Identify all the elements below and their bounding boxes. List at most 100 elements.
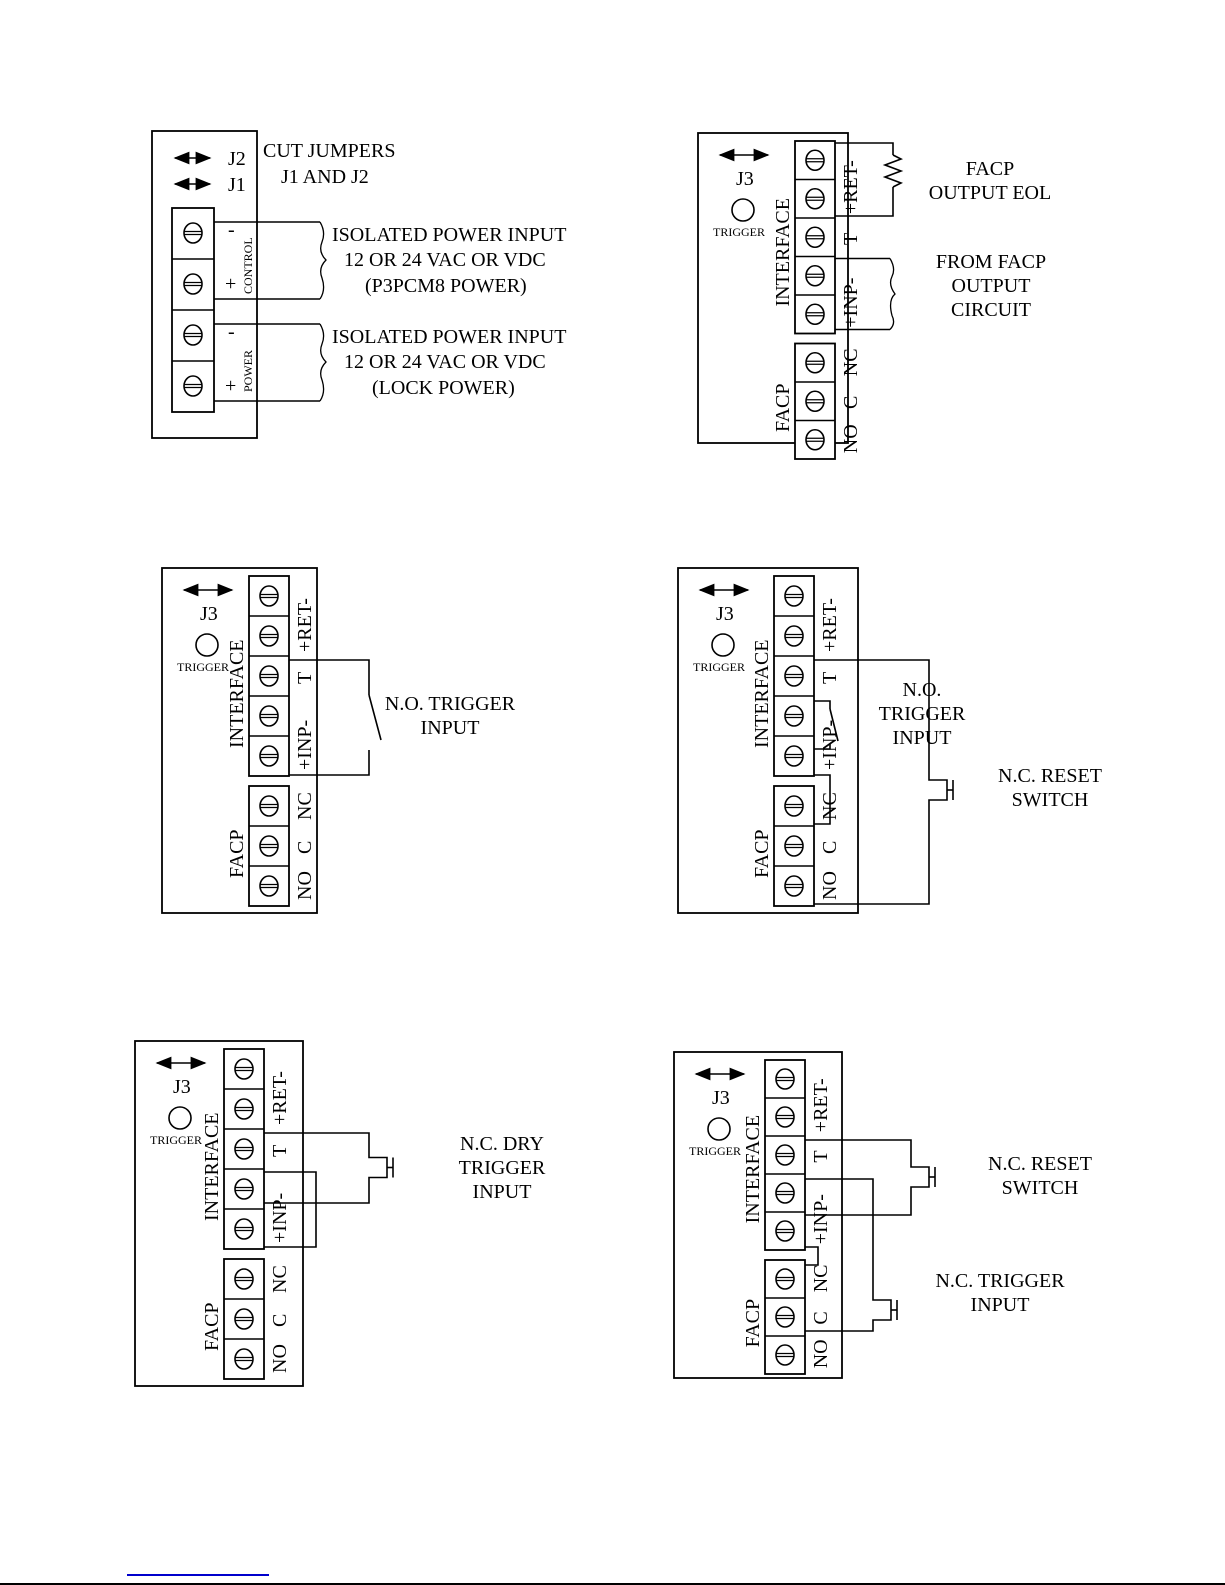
reset-wire-top <box>814 659 930 775</box>
no-switch-icon <box>829 708 839 742</box>
nc-dry-note-line-3: INPUT <box>473 1181 532 1203</box>
terminal-inp-label: +INP- <box>294 720 316 770</box>
interface-terminal-block <box>773 575 815 777</box>
power-note-line-3: (LOCK POWER) <box>372 377 515 399</box>
trigger-led-label: TRIGGER <box>689 1144 741 1158</box>
terminal-t-label: T <box>840 233 862 245</box>
jumper-j3-label: J3 <box>716 603 734 625</box>
terminal-screw-icon <box>805 264 825 287</box>
terminal-screw-icon <box>775 1106 795 1128</box>
terminal-screw-icon <box>775 1144 795 1166</box>
control-wire <box>214 221 320 300</box>
jumper-note-line-2: J1 AND J2 <box>281 166 369 188</box>
terminal-screw-icon <box>259 795 279 817</box>
control-note-line-3: (P3PCM8 POWER) <box>365 275 527 297</box>
facp-group-label: FACP <box>751 829 773 878</box>
terminal-nc-label: NC <box>294 792 316 820</box>
trigger-led-icon <box>195 633 219 657</box>
terminal-ret-label: +RET- <box>840 160 862 214</box>
terminal-screw-icon <box>259 705 279 727</box>
no-switch-icon <box>368 694 382 741</box>
jumper-j2-label: J2 <box>228 148 246 170</box>
terminal-screw-icon <box>234 1178 254 1200</box>
terminal-screw-icon <box>775 1344 795 1366</box>
terminal-c-label: C <box>810 1311 832 1324</box>
control-brace-icon <box>319 221 327 300</box>
interface-group-label: INTERFACE <box>742 1115 764 1224</box>
terminal-block <box>171 207 215 413</box>
interface-group-label: INTERFACE <box>226 639 248 748</box>
terminal-ret-label: +RET- <box>269 1071 291 1125</box>
trigger-led-icon <box>168 1106 192 1130</box>
power-minus-label: - <box>228 321 235 343</box>
control-minus-label: - <box>228 219 235 241</box>
terminal-no-label: NO <box>269 1344 291 1373</box>
trigger-led-icon <box>731 198 755 222</box>
terminal-screw-icon <box>259 625 279 647</box>
trigger-led-label: TRIGGER <box>693 660 745 674</box>
nc-trigger-note-line-2: INPUT <box>971 1294 1030 1316</box>
terminal-screw-icon <box>805 351 825 374</box>
terminal-screw-icon <box>784 835 804 857</box>
brace-icon <box>889 258 896 330</box>
inp-loop-wire <box>264 1171 317 1248</box>
terminal-t-label: T <box>810 1150 832 1162</box>
terminal-inp-label: +INP- <box>810 1194 832 1244</box>
resistor-icon <box>882 154 904 188</box>
terminal-screw-icon <box>784 875 804 897</box>
reset-wire-top <box>805 1139 912 1162</box>
terminal-inp-label: +INP- <box>840 278 862 328</box>
nc-reset-note-line-1: N.C. RESET <box>988 1153 1092 1175</box>
terminal-t-label: T <box>819 672 841 684</box>
control-note-line-1: ISOLATED POWER INPUT <box>332 224 566 246</box>
terminal-screw-icon <box>183 375 203 397</box>
no-trigger-note-line-2: INPUT <box>421 717 480 739</box>
diagram-power-input: J2 J1 CUT JUMPERS J1 AND J2 - + CONTROL … <box>151 130 566 439</box>
eol-wire-top <box>835 142 894 155</box>
trigger-wire-bottom <box>264 1183 370 1204</box>
terminal-screw-icon <box>183 324 203 346</box>
interface-group-label: INTERFACE <box>201 1112 223 1221</box>
terminal-c-label: C <box>269 1314 291 1327</box>
terminal-screw-icon <box>784 625 804 647</box>
facp-terminal-block <box>223 1258 265 1380</box>
trigger-led-label: TRIGGER <box>177 660 229 674</box>
terminal-screw-icon <box>775 1068 795 1090</box>
terminal-screw-icon <box>784 665 804 687</box>
trigger-wire-top <box>805 1178 874 1295</box>
nc-trigger-switch <box>872 1295 892 1325</box>
footer-link-underline[interactable] <box>127 1574 269 1576</box>
terminal-screw-icon <box>805 226 825 249</box>
interface-group-label: INTERFACE <box>772 198 794 307</box>
terminal-nc-label: NC <box>810 1265 832 1293</box>
terminal-ret-label: +RET- <box>294 598 316 652</box>
nc-reset-switch <box>910 1162 930 1192</box>
terminal-screw-icon <box>775 1182 795 1204</box>
terminal-c-label: C <box>294 841 316 854</box>
terminal-screw-icon <box>234 1348 254 1370</box>
terminal-screw-icon <box>805 149 825 172</box>
terminal-screw-icon <box>234 1058 254 1080</box>
terminal-inp-label: +INP- <box>269 1193 291 1243</box>
control-plus-label: + <box>225 273 236 295</box>
terminal-nc-label: NC <box>269 1265 291 1293</box>
trigger-led-label: TRIGGER <box>150 1133 202 1147</box>
terminal-screw-icon <box>259 835 279 857</box>
terminal-screw-icon <box>784 585 804 607</box>
facp-terminal-block <box>248 785 290 907</box>
power-note-line-2: 12 OR 24 VAC OR VDC <box>344 351 546 373</box>
terminal-t-label: T <box>294 672 316 684</box>
trigger-wire-bottom <box>814 744 831 750</box>
facp-group-label: FACP <box>226 829 248 878</box>
trigger-led-icon <box>711 633 735 657</box>
nc-dry-note-line-1: N.C. DRY <box>460 1133 544 1155</box>
terminal-screw-icon <box>234 1268 254 1290</box>
reset-wire-bottom <box>814 805 930 905</box>
no-trigger-note-line-3: INPUT <box>893 727 952 749</box>
jumper-j3-label: J3 <box>736 168 754 190</box>
terminal-screw-icon <box>775 1220 795 1242</box>
interface-terminal-block <box>248 575 290 777</box>
eol-note-line-1: FACP <box>966 158 1015 180</box>
